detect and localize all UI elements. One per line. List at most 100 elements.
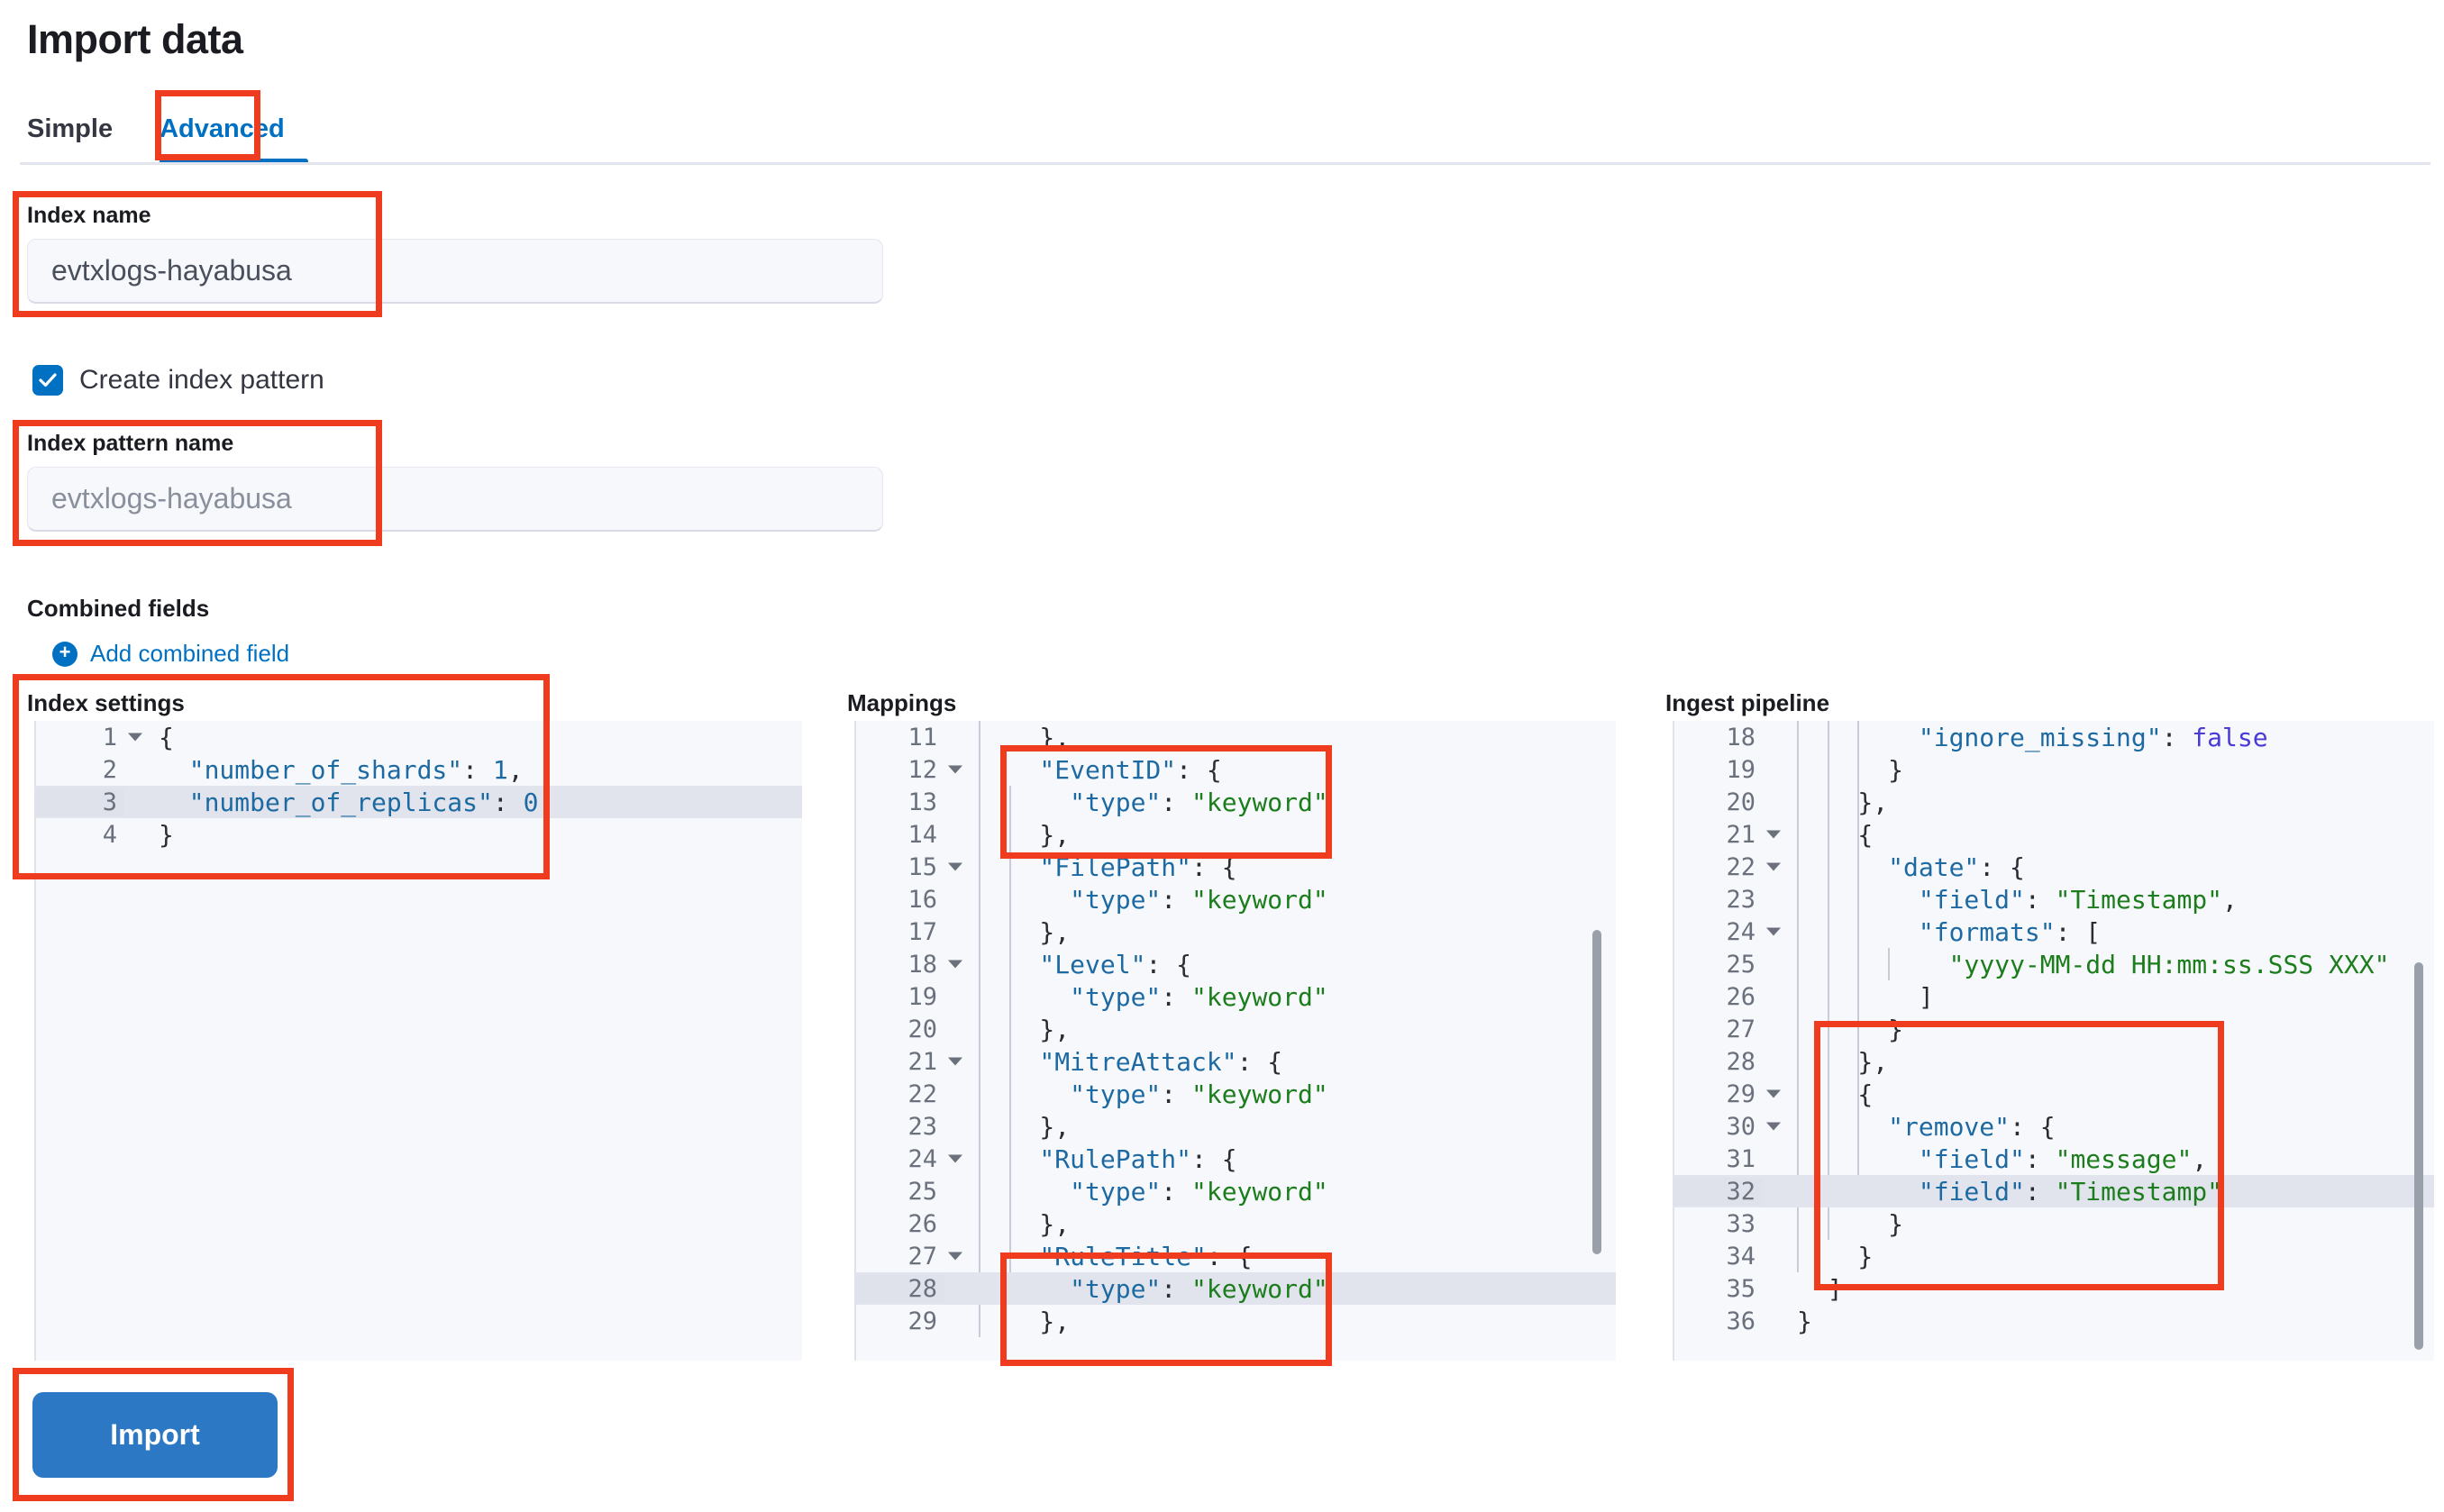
fold-caret-icon[interactable] [948,1057,962,1066]
code-line: 18 "Level": { [854,948,1616,980]
line-number: 21 [854,1048,962,1076]
code-line: 23 "field": "Timestamp", [1673,883,2434,915]
fold-caret-icon[interactable] [948,862,962,871]
line-number: 18 [1726,723,1755,751]
code-line: 20 }, [854,1013,1616,1045]
code-line: 16 "type": "keyword" [854,883,1616,915]
ingest-scrollbar[interactable] [2414,962,2423,1350]
code-text: "type": "keyword" [979,1273,1328,1304]
code-lines: 1{2 "number_of_shards": 1,3 "number_of_r… [34,721,802,851]
fold-caret-icon[interactable] [948,960,962,969]
line-number: 24 [854,1145,962,1173]
create-index-pattern-row[interactable]: Create index pattern [32,365,324,396]
code-text: "FilePath": { [979,852,1237,882]
code-text: "type": "keyword" [979,884,1328,915]
fold-caret-icon[interactable] [1766,1122,1781,1131]
code-text: } [1797,754,1904,785]
code-lines: 11 }, 12 "EventID": { 13 "type": "keyword"… [854,721,1616,1337]
fold-caret-icon[interactable] [1766,862,1781,871]
index-settings-title: Index settings [27,689,185,716]
checkbox-checked-icon[interactable] [32,365,63,396]
create-index-pattern-label: Create index pattern [79,365,324,395]
line-number: 15 [854,853,962,881]
index-pattern-name-input[interactable]: evtxlogs-hayabusa [27,467,883,532]
code-text: } [1797,1208,1904,1239]
code-line: 19 } [1673,753,2434,786]
code-text: }, [1797,1046,1889,1077]
code-line: 22 "type": "keyword" [854,1078,1616,1110]
line-number: 34 [1726,1242,1755,1271]
line-number: 16 [907,885,937,914]
code-line: 26 }, [854,1207,1616,1240]
line-number: 3 [34,788,124,816]
code-text: "number_of_replicas": 0 [159,787,539,817]
line-number: 1 [34,724,142,751]
code-line: 28 }, [1673,1045,2434,1078]
index-settings-editor[interactable]: 1{2 "number_of_shards": 1,3 "number_of_r… [34,721,802,1361]
index-name-input[interactable]: evtxlogs-hayabusa [27,239,883,304]
plus-icon: + [52,641,78,667]
code-line: 35 ] [1673,1272,2434,1305]
code-text: } [1797,1241,1874,1271]
fold-caret-icon[interactable] [1766,830,1781,839]
code-text: } [1797,1306,1812,1336]
code-line: 11 }, [854,721,1616,753]
line-number: 23 [907,1112,937,1141]
tab-simple[interactable]: Simple [27,114,114,143]
tab-bar: Simple Advanced [27,99,308,164]
fold-caret-icon[interactable] [948,1154,962,1163]
code-text: }, [979,722,1071,752]
editor-left-border [854,721,856,1361]
code-line: 23 }, [854,1110,1616,1143]
line-number: 36 [1726,1307,1755,1335]
tab-advanced[interactable]: Advanced [136,114,308,164]
code-text: "field": "message", [1797,1143,2208,1174]
code-line: 25 "yyyy-MM-dd HH:mm:ss.SSS XXX" [1673,948,2434,980]
code-text: ] [1797,981,1934,1012]
editor-left-border [1673,721,1674,1361]
import-button[interactable]: Import [32,1392,278,1478]
code-line: 29 { [1673,1078,2434,1110]
code-line: 28 "type": "keyword" [854,1272,1616,1305]
line-number: 28 [854,1274,944,1303]
fold-caret-icon[interactable] [948,1252,962,1261]
code-line: 4} [34,818,802,851]
line-number: 11 [907,723,937,751]
code-text: }, [979,1306,1071,1336]
line-number: 24 [1673,918,1781,946]
fold-caret-icon[interactable] [128,733,142,742]
line-number: 13 [907,788,937,816]
code-line: 33 } [1673,1207,2434,1240]
code-line: 15 "FilePath": { [854,851,1616,883]
code-text: "type": "keyword" [979,1079,1328,1109]
mappings-editor[interactable]: 11 }, 12 "EventID": { 13 "type": "keyword"… [854,721,1616,1361]
code-line: 30 "remove": { [1673,1110,2434,1143]
add-combined-field-button[interactable]: + Add combined field [52,640,289,668]
line-number: 28 [1726,1047,1755,1076]
line-number: 18 [854,951,962,979]
code-line: 27 "RuleTitle": { [854,1240,1616,1272]
code-line: 18 "ignore_missing": false [1673,721,2434,753]
page-title: Import data [27,16,243,62]
mappings-scrollbar[interactable] [1592,930,1601,1254]
code-text: }, [979,916,1071,947]
line-number: 30 [1673,1113,1781,1141]
line-number: 27 [854,1243,962,1271]
fold-caret-icon[interactable] [948,765,962,774]
code-text: "type": "keyword" [979,981,1328,1012]
line-number: 32 [1673,1177,1763,1206]
line-number: 2 [102,755,117,784]
line-number: 14 [907,820,937,849]
fold-caret-icon[interactable] [1766,927,1781,936]
code-text: "RuleTitle": { [979,1241,1253,1271]
line-number: 12 [854,756,962,784]
line-number: 20 [1726,788,1755,816]
code-text: "EventID": { [979,754,1222,785]
fold-caret-icon[interactable] [1766,1089,1781,1098]
code-text: "date": { [1797,852,2025,882]
code-line: 17 }, [854,915,1616,948]
code-text: ] [1797,1273,1843,1304]
